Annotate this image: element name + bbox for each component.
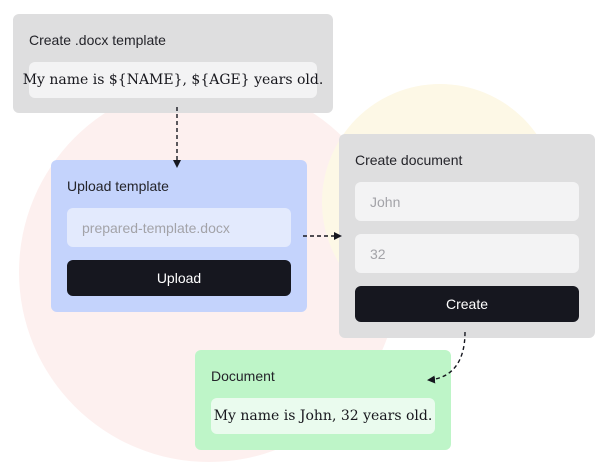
create-document-card: Create document John 32 Create <box>339 134 595 338</box>
template-text-box: My name is ${NAME}, ${AGE} years old. <box>23 62 323 98</box>
template-file-input[interactable]: prepared-template.docx <box>67 208 291 247</box>
upload-template-card: Upload template prepared-template.docx U… <box>51 160 307 312</box>
document-title: Document <box>211 368 275 384</box>
name-field[interactable]: John <box>355 182 579 221</box>
upload-template-title: Upload template <box>67 178 169 194</box>
document-card: Document My name is John, 32 years old. <box>195 350 451 450</box>
result-text-box: My name is John, 32 years old. <box>211 398 435 434</box>
create-button[interactable]: Create <box>355 286 579 322</box>
create-template-card: Create .docx template My name is ${NAME}… <box>13 14 333 113</box>
upload-button[interactable]: Upload <box>67 260 291 296</box>
create-template-title: Create .docx template <box>29 32 166 48</box>
create-document-title: Create document <box>355 152 463 168</box>
age-field[interactable]: 32 <box>355 234 579 273</box>
